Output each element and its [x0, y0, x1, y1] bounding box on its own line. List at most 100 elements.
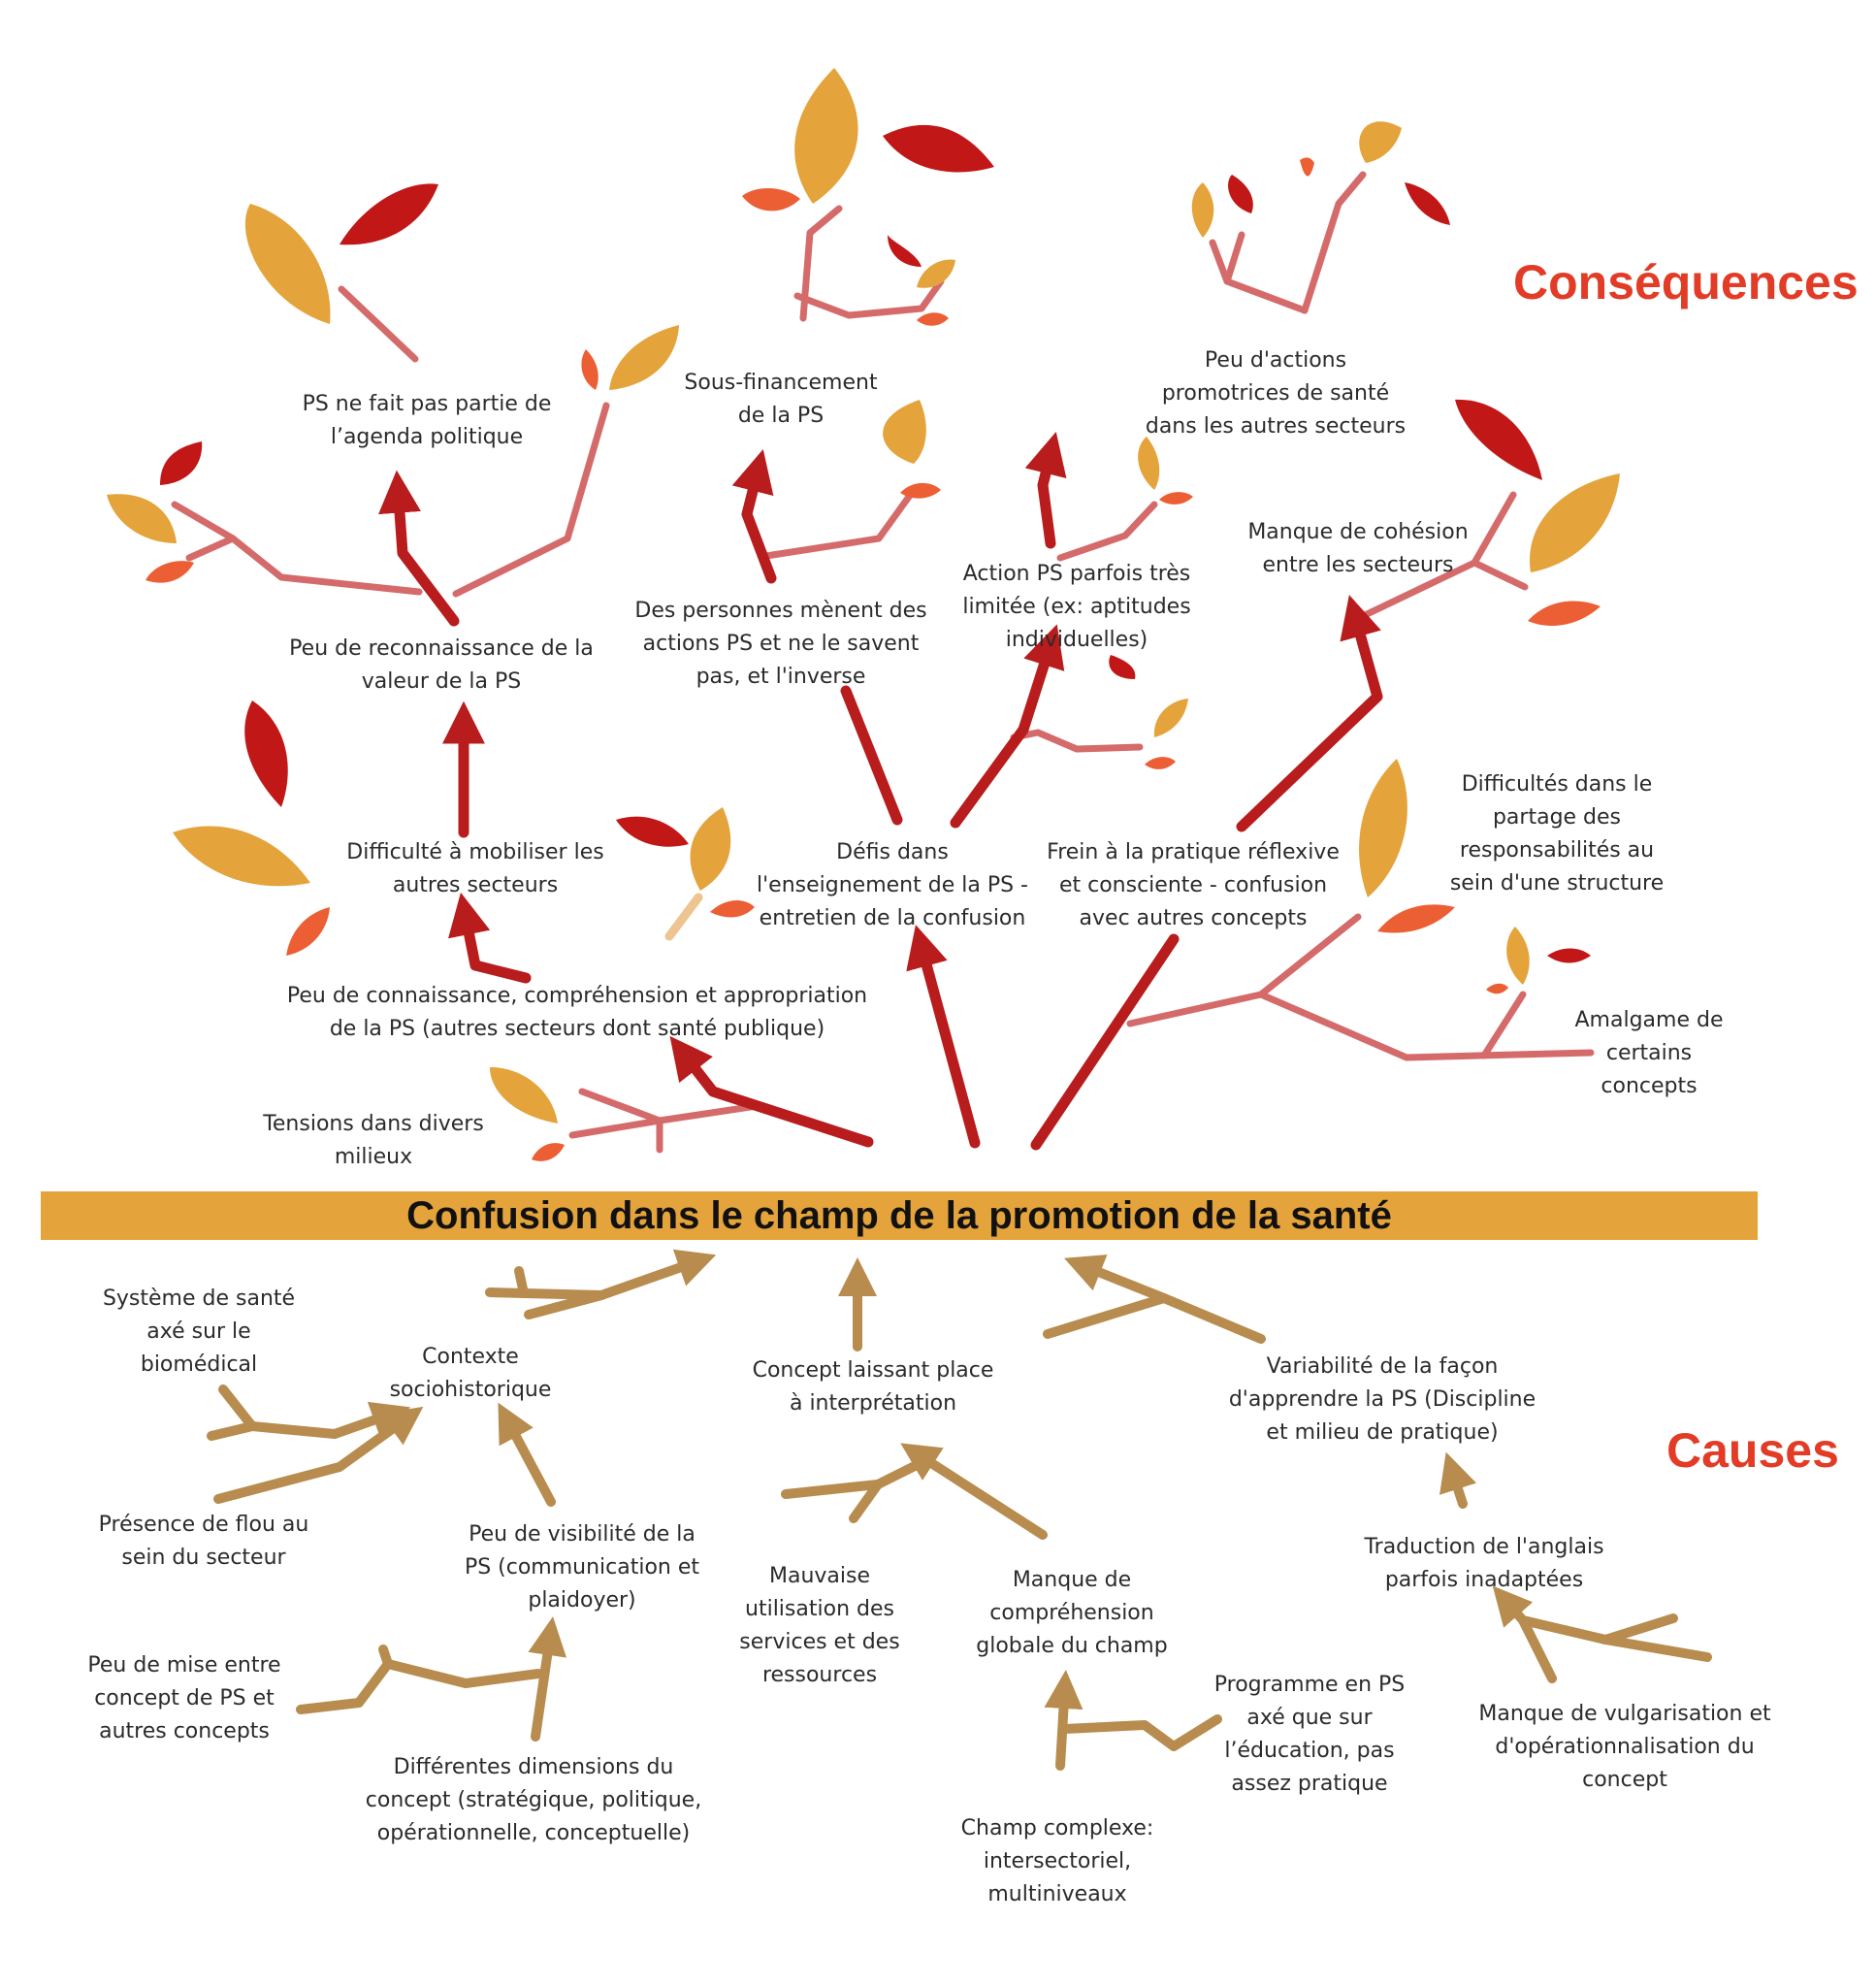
label-difficultes-partage: Difficultés dans le partage des responsa…: [1449, 772, 1665, 896]
label-tensions: Tensions dans divers milieux: [263, 1112, 484, 1169]
twig-mauvaise-low: [849, 1480, 883, 1523]
arrow-vulgarisation-to-traduction: [1492, 1585, 1557, 1683]
label-dimensions: Différentes dimensions du concept (strat…: [365, 1755, 702, 1845]
leaf: [1359, 759, 1407, 897]
branch-actions-top: [1301, 171, 1367, 314]
leaf: [532, 1143, 565, 1161]
label-traduction: Traduction de l'anglais parfois inadapté…: [1364, 1535, 1604, 1592]
arrow-to-limitee: [950, 624, 1065, 829]
branch-tensions-twig: [578, 1088, 663, 1124]
leaf: [710, 900, 755, 918]
branch-agenda-twig: [338, 285, 419, 363]
central-band: [41, 1191, 1758, 1240]
arrow-champ-to-manque: [1044, 1670, 1084, 1771]
leaf: [794, 68, 858, 204]
label-vulgarisation: Manque de vulgarisation et d'opérationna…: [1478, 1702, 1771, 1792]
leaf: [1486, 983, 1508, 994]
leaf: [244, 700, 288, 807]
leaf: [107, 494, 177, 543]
leaf: [1506, 927, 1530, 985]
label-amalgame: Amalgame de certains concepts: [1574, 1008, 1724, 1098]
label-sous-financement: Sous-financement de la PS: [684, 371, 878, 428]
arrow-to-action-sup: [1024, 432, 1067, 549]
twig-contexte-up: [514, 1266, 529, 1298]
leaf: [244, 204, 331, 324]
label-frein: Frein à la pratique réflexive et conscie…: [1047, 840, 1340, 930]
label-flou: Présence de flou au sein du secteur: [98, 1513, 309, 1570]
arrow-manque-to-interpretation: [900, 1443, 1048, 1540]
leaf: [1377, 904, 1455, 933]
leaf: [609, 325, 679, 390]
diagram-title: Confusion dans le champ de la promotion …: [406, 1194, 1392, 1237]
leaf: [1159, 492, 1193, 505]
branch-limitee-top: [1056, 501, 1158, 562]
leaf: [917, 312, 949, 326]
leaf: [1455, 399, 1542, 480]
leaf: [1228, 175, 1253, 213]
leaf: [900, 482, 941, 499]
label-contexte: Contexte sociohistorique: [389, 1345, 552, 1402]
label-systeme: Système de santé axé sur le biomédical: [102, 1287, 296, 1377]
leaves: [107, 68, 1620, 1161]
arrow-to-defis: [906, 925, 981, 1149]
branch-reconnaissance-left: [171, 501, 423, 596]
leaf: [581, 349, 598, 390]
leaf: [1529, 473, 1620, 572]
arrow-to-financement: [731, 449, 777, 584]
leaf: [160, 441, 203, 485]
label-mise-entre: Peu de mise entre concept de PS et autre…: [87, 1653, 281, 1743]
leaf: [742, 188, 800, 212]
twig-vulgarisation-up: [1601, 1613, 1678, 1645]
arrow-defis-to-personnes: [840, 685, 903, 826]
twig-mise-entre: [296, 1659, 543, 1714]
branch-financement-right: [762, 486, 918, 560]
twig-mauvaise: [781, 1455, 931, 1499]
label-programme: Programme en PS axé que sur l’éducation,…: [1213, 1673, 1406, 1796]
label-mauvaise-utilisation: Mauvaise utilisation des services et des…: [739, 1564, 900, 1687]
label-manque-cohesion: Manque de cohésion entre les secteurs: [1247, 520, 1469, 577]
leaf: [1547, 948, 1591, 963]
leaf: [340, 183, 438, 245]
label-variabilite: Variabilité de la façon d'apprendre la P…: [1228, 1354, 1536, 1445]
arrow-dimensions-to-visibilite: [528, 1616, 567, 1742]
branch-tensions: [568, 1102, 760, 1139]
leaf: [286, 907, 330, 956]
arrow-to-cohesion: [1236, 595, 1383, 832]
leaf: [883, 400, 926, 464]
leaf: [616, 816, 689, 847]
leaf: [1528, 601, 1601, 626]
branch-reconnaissance-right: [452, 402, 610, 598]
label-reconnaissance: Peu de reconnaissance de la valeur de la…: [289, 636, 594, 694]
label-visibilite: Peu de visibilité de la PS (communicatio…: [464, 1522, 700, 1612]
leaf: [146, 561, 194, 583]
twig-programme: [1060, 1714, 1222, 1751]
branch-amalgame-twig: [1480, 991, 1527, 1059]
label-connaissance: Peu de connaissance, compréhension et ap…: [286, 984, 868, 1041]
twig-systeme: [218, 1384, 257, 1431]
branch-amalgame-low: [1257, 991, 1595, 1061]
label-personnes: Des personnes mènent des actions PS et n…: [634, 599, 927, 689]
twig-variabilite: [1043, 1293, 1169, 1339]
leaf: [888, 235, 922, 267]
leaf-stem: [664, 893, 703, 941]
consequences-heading: Conséquences: [1513, 255, 1859, 309]
twig-contexte: [485, 1287, 606, 1300]
arrow-contexte-to-title: [524, 1249, 717, 1319]
consequence-arrows: [378, 432, 1383, 1151]
leaf: [1109, 655, 1136, 679]
arrow-to-mobiliser: [448, 892, 532, 984]
branch-limitee-low: [1010, 729, 1144, 753]
leaf: [1359, 121, 1402, 163]
twig-mise-entre-up: [378, 1645, 393, 1669]
arrow-to-connaissance: [669, 1035, 874, 1148]
label-agenda: PS ne fait pas partie de l’agenda politi…: [302, 392, 552, 449]
arrow-systeme-to-contexte: [207, 1401, 411, 1441]
branch-reconnaissance-left-twig: [185, 535, 237, 562]
leaf: [1191, 182, 1214, 238]
label-action-limitee: Action PS parfois très limitée (ex: apti…: [962, 562, 1191, 652]
branch-cohesion-twig: [1471, 559, 1529, 591]
leaf: [1405, 182, 1450, 225]
arrow-traduction-to-variabilite: [1439, 1451, 1477, 1509]
